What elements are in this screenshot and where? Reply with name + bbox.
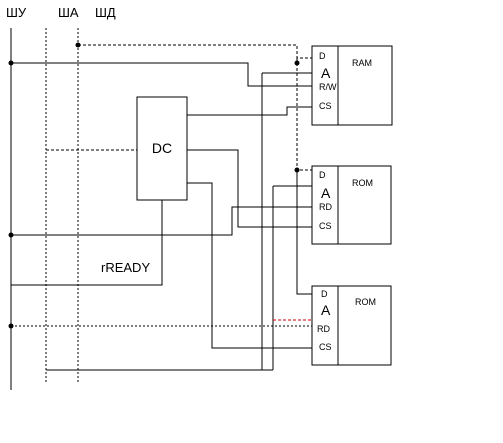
rom2-pin-a: A — [321, 302, 331, 318]
wire-dc-to-rom1-cs — [187, 149, 312, 228]
junction-dot — [8, 232, 14, 238]
wire-dc-to-ram-cs — [187, 106, 312, 116]
bus-label-data: ШД — [95, 5, 116, 20]
rom2-pin-d: D — [321, 289, 328, 299]
ram-chip-name: RAM — [352, 58, 372, 68]
wiring — [11, 44, 312, 371]
rom1-pin-d: D — [319, 170, 326, 180]
bus-label-address: ША — [58, 5, 79, 20]
wire-control-to-ram-rw — [11, 62, 312, 87]
junction-dots — [8, 42, 300, 329]
rom1-pin-rd: RD — [319, 202, 332, 212]
rom2-pin-rd: RD — [317, 324, 330, 334]
wire-data-down-rom2 — [296, 170, 312, 295]
ready-output-label: rREADY — [101, 260, 150, 275]
junction-dot — [294, 167, 300, 173]
rom-chip-1: ROM D A RD CS — [311, 165, 392, 245]
wire-dc-to-rom2-cs — [187, 182, 312, 349]
wire-ready-to-control — [11, 200, 163, 286]
decoder-label: DC — [152, 140, 172, 156]
wire-control-to-rom1-rd — [11, 206, 312, 236]
rom2-chip-name: ROM — [355, 297, 376, 307]
junction-dot — [8, 323, 14, 329]
rom1-chip-body — [311, 165, 392, 245]
ram-pin-d: D — [319, 51, 326, 61]
ram-pin-a: A — [321, 65, 331, 81]
decoder-block — [136, 96, 188, 201]
rom1-chip-name: ROM — [352, 178, 373, 188]
rom-chip-2: ROM D A RD CS — [311, 285, 392, 366]
junction-dot — [8, 60, 14, 66]
ram-chip-body — [311, 45, 393, 126]
junction-dot — [294, 60, 300, 66]
rom1-pin-a: A — [321, 185, 331, 201]
rom2-pin-cs: CS — [319, 342, 332, 352]
wire-data-to-ram — [78, 44, 312, 59]
junction-dot — [75, 42, 81, 48]
ram-pin-rw: R/W — [319, 82, 337, 92]
ram-chip: RAM D A R/W CS — [311, 45, 393, 126]
bus-label-control: ШУ — [6, 5, 27, 20]
rom1-pin-cs: CS — [319, 221, 332, 231]
wire-data-down-rom1 — [296, 58, 312, 171]
ram-pin-cs: CS — [319, 101, 332, 111]
rom2-chip-body — [311, 285, 392, 366]
